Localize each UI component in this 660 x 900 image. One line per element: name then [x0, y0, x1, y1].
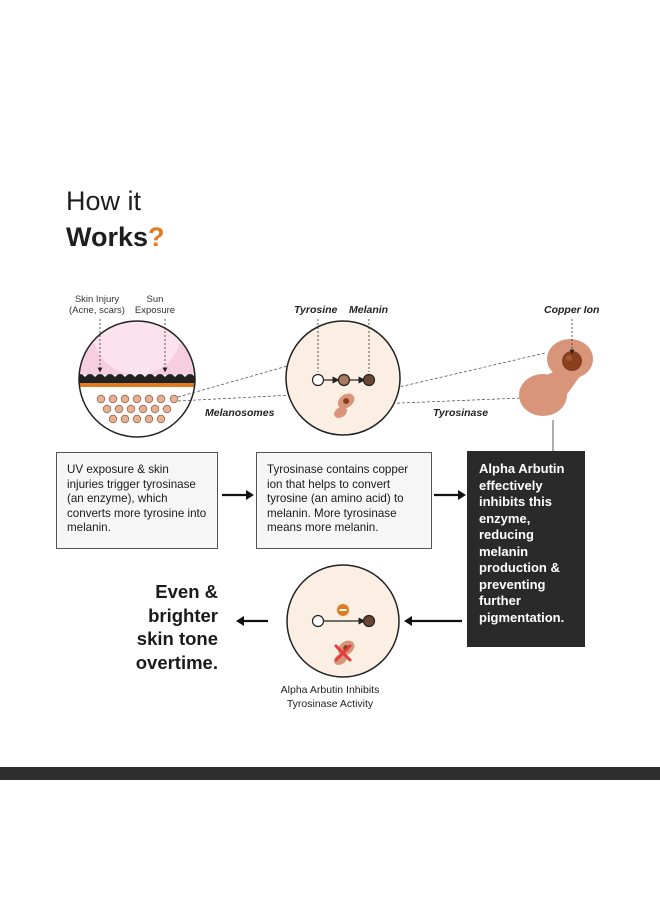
melanosome-cells: [96, 394, 179, 424]
title-line-1: How it: [66, 186, 142, 216]
result-line: brighter: [148, 604, 218, 626]
right-arrow-icon: [222, 490, 254, 500]
sun-exposure-label-line: Sun: [146, 294, 164, 305]
step-1-box: UV exposure & skin injuries trigger tyro…: [56, 452, 218, 549]
inhibition-caption: Alpha Arbutin Inhibits Tyrosinase Activi…: [260, 683, 400, 711]
copper-ion-label: Copper Ion: [544, 304, 600, 316]
tyrosine-label: Tyrosine: [294, 304, 338, 316]
melanin-molecule: [362, 614, 376, 628]
skin-injury-label-line: Skin Injury: [74, 294, 120, 305]
cross-icon: [334, 644, 352, 662]
right-arrow-icon: [434, 490, 466, 500]
left-arrow-icon: [404, 616, 462, 626]
melanin-label: Melanin: [349, 304, 389, 316]
result-line: skin tone: [136, 628, 218, 649]
inhibition-circle: [286, 564, 400, 678]
left-arrow-icon: [236, 616, 268, 626]
step-3-box: Alpha Arbutin effectively inhibits this …: [467, 451, 585, 647]
copper-ion: [562, 351, 582, 371]
intermediate-molecule: [337, 373, 351, 387]
tyrosinase-enzyme: [519, 319, 593, 452]
tyrosine-molecule: [311, 373, 325, 387]
tyrosinase-small: [334, 393, 355, 419]
skin-injury-label: Skin Injury (Acne, scars): [62, 294, 132, 316]
sun-exposure-label-line: Exposure: [134, 305, 176, 316]
footer-bar: [0, 767, 660, 780]
title-works: Works: [66, 222, 149, 252]
skin-injury-label-line: (Acne, scars): [69, 305, 125, 316]
step-2-box: Tyrosinase contains copper ion that help…: [256, 452, 432, 549]
minus-icon: [337, 604, 349, 616]
caption-line: Alpha Arbutin Inhibits: [280, 684, 380, 696]
melanin-molecule: [362, 373, 376, 387]
title-line-2: Works?: [66, 222, 165, 253]
result-line: overtime.: [135, 651, 218, 673]
tyrosinase-label: Tyrosinase: [433, 407, 489, 419]
sun-exposure-label: Sun Exposure: [130, 294, 180, 316]
result-text: Even & brighter skin tone overtime.: [112, 580, 218, 674]
title-question-mark: ?: [148, 222, 165, 252]
result-line: Even &: [155, 581, 218, 602]
melanosomes-label: Melanosomes: [205, 407, 275, 419]
tyrosine-melanin-circle: [285, 319, 401, 436]
caption-line: Tyrosinase Activity: [286, 698, 374, 710]
tyrosine-molecule: [311, 614, 325, 628]
